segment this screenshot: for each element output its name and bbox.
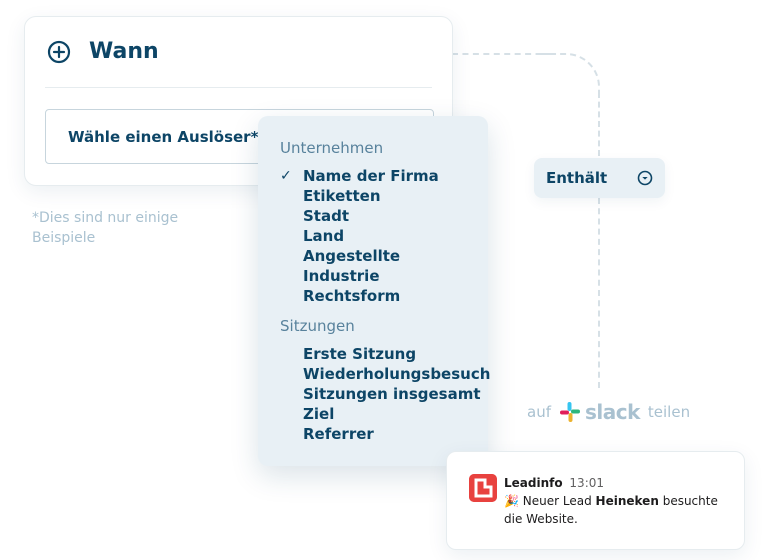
condition-label: Enthält [546,169,608,187]
dropdown-option-label: Name der Firma [303,167,439,185]
dropdown-option-referrer[interactable]: Referrer [303,425,374,443]
dropdown-group-sitzungen: Erste Sitzung Wiederholungsbesuch Sitzun… [258,344,491,444]
plus-circle-icon[interactable] [47,40,71,64]
slack-wordmark: slack [584,400,640,424]
condition-select[interactable]: Enthält [534,158,665,198]
message-time: 13:01 [569,476,605,490]
message-text-after: besuchte die Website. [504,494,718,526]
leadinfo-logo-icon [469,474,497,502]
dropdown-option-ziel[interactable]: Ziel [303,405,335,423]
dropdown-group-label-unternehmen: Unternehmen [280,139,384,157]
slack-message-card: Leadinfo 13:01 🎉 Neuer Lead Heineken bes… [446,451,745,550]
slack-icon [559,402,580,422]
dropdown-option-name-der-firma[interactable]: ✓ Name der Firma [258,166,488,186]
share-on-slack-row: auf slack teilen [527,400,690,424]
message-sender: Leadinfo [504,476,563,490]
message-header: Leadinfo 13:01 [504,474,604,492]
divider [45,87,432,88]
dropdown-option-sitzungen-insgesamt[interactable]: Sitzungen insgesamt [303,385,481,403]
connector-line-vertical-top [598,92,600,156]
dropdown-option-angestellte[interactable]: Angestellte [303,247,401,265]
trigger-title: Wann [89,39,159,64]
dropdown-option-land[interactable]: Land [303,227,345,245]
share-suffix: teilen [647,403,691,421]
connector-line-curve [540,53,600,93]
message-company: Heineken [595,494,659,508]
footnote-text: *Dies sind nur einige Beispiele [32,210,179,246]
slack-logo: slack [559,400,640,424]
dropdown-group-label-sitzungen: Sitzungen [280,317,355,335]
dropdown-option-industrie[interactable]: Industrie [303,267,380,285]
trigger-header: Wann [47,39,159,64]
party-emoji-icon: 🎉 [504,494,519,508]
trigger-card: Wann Wähle einen Auslöser* [24,16,453,186]
share-prefix: auf [527,403,551,421]
dropdown-option-erste-sitzung[interactable]: Erste Sitzung [303,345,417,363]
dropdown-option-etiketten[interactable]: Etiketten [303,187,381,205]
check-icon: ✓ [280,168,292,184]
dropdown-option-stadt[interactable]: Stadt [303,207,350,225]
dropdown-option-rechtsform[interactable]: Rechtsform [303,287,401,305]
message-text-before: Neuer Lead [522,494,592,508]
connector-line-horizontal [452,53,552,55]
dropdown-option-wiederholungsbesuch[interactable]: Wiederholungsbesuch [303,365,491,383]
message-body: 🎉 Neuer Lead Heineken besuchte die Websi… [504,492,724,528]
trigger-dropdown-menu: Unternehmen ✓ Name der Firma Etiketten S… [258,116,491,466]
dropdown-group-unternehmen: ✓ Name der Firma Etiketten Stadt Land An… [258,166,488,306]
chevron-down-circle-icon [637,170,653,186]
connector-line-vertical-bottom [598,198,600,388]
